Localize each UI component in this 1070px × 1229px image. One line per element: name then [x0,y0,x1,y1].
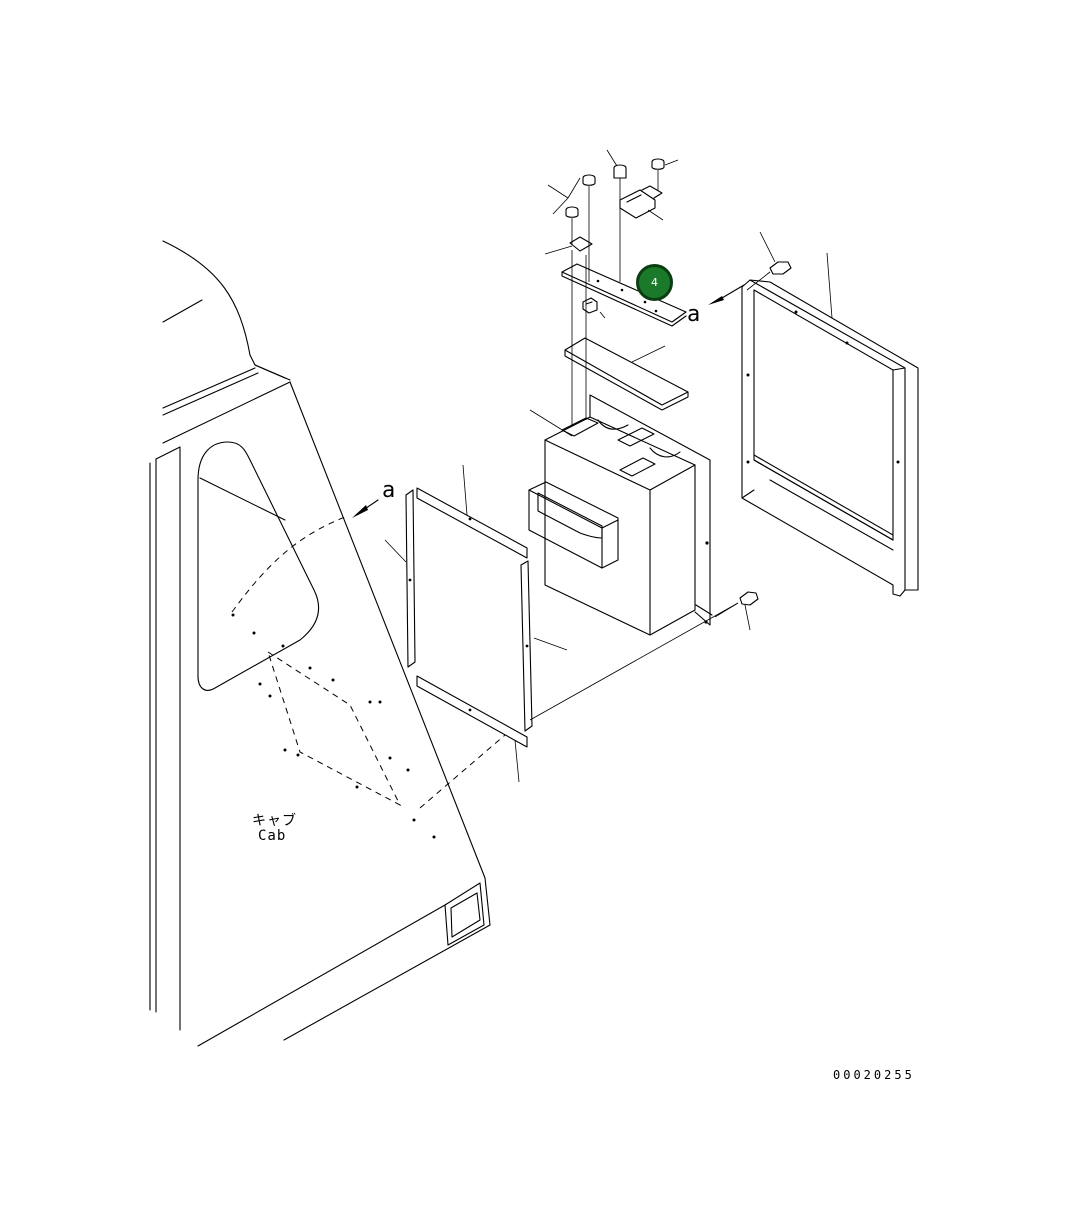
fasteners [547,149,679,282]
cover-plates [544,236,689,425]
connection-mark-right: a [687,302,701,327]
gasket-frame [384,464,568,783]
cab-body [149,240,491,1047]
cab-label-english: Cab [258,828,287,844]
cab-label-japanese: キャブ [252,813,297,829]
part-callout-4[interactable]: 4 [636,264,673,301]
mounting-outline [231,499,506,839]
bottom-bolt [529,591,759,721]
connection-mark-left: a [382,478,396,503]
air-conditioner-box [528,394,713,636]
rear-cover [708,231,919,597]
drawing-number: 00020255 [833,1068,915,1082]
